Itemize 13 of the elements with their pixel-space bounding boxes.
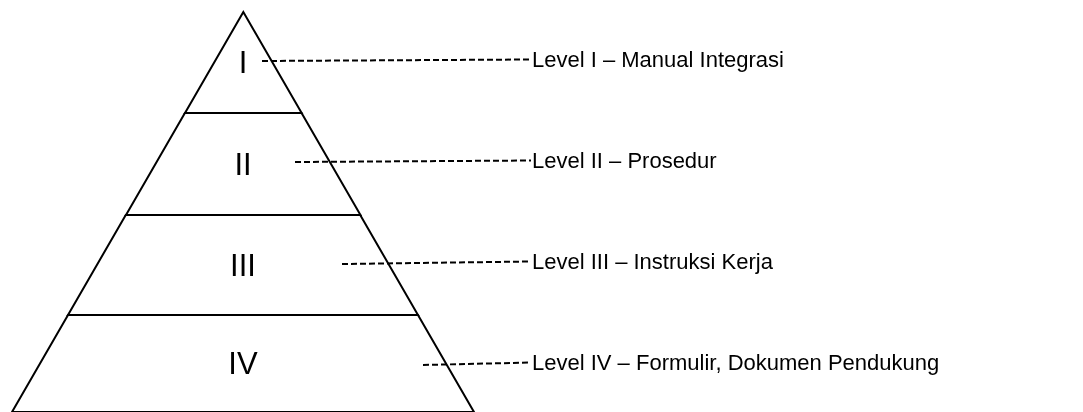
level-description: Level II – Prosedur	[532, 148, 717, 174]
tier-numeral: III	[230, 249, 256, 281]
level-description: Level I – Manual Integrasi	[532, 47, 784, 73]
level-description: Level IV – Formulir, Dokumen Pendukung	[532, 350, 940, 376]
tier-numeral: IV	[228, 348, 258, 379]
tier-numeral: II	[234, 148, 252, 180]
level-description: Level III – Instruksi Kerja	[532, 249, 773, 275]
pyramid-tier	[12, 315, 474, 412]
leader-line	[261, 58, 532, 62]
pyramid-tier	[68, 215, 418, 315]
tier-numeral: I	[238, 47, 248, 78]
pyramid-tier	[125, 113, 361, 215]
leader-line	[294, 159, 532, 163]
